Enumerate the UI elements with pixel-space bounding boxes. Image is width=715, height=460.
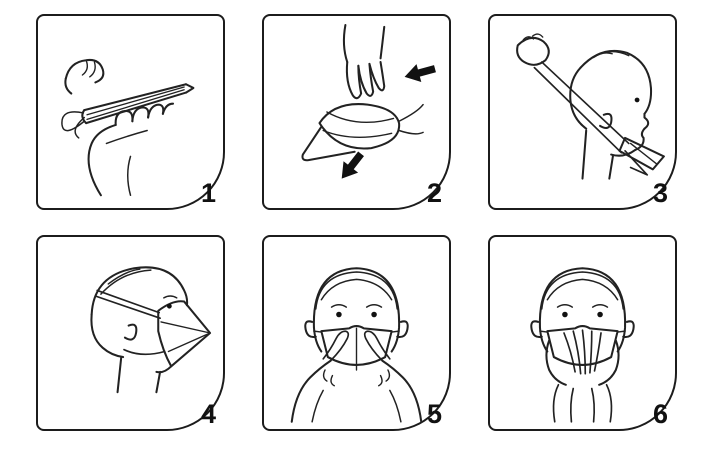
unfold-direction-arrows <box>341 64 436 179</box>
step-number: 6 <box>652 399 668 429</box>
step-panel-5: 5 <box>262 235 451 431</box>
mask-worn-profile-view-icon <box>90 266 212 394</box>
eye-dot <box>371 311 377 318</box>
step-number: 4 <box>200 399 216 429</box>
step-number: 3 <box>652 178 668 208</box>
eye-dot <box>562 311 568 318</box>
step-panel-1: 1 <box>36 14 225 210</box>
step-panel-4: 4 <box>36 235 225 431</box>
pinching-nose-clip-icon <box>290 267 423 423</box>
step-panel-3: 3 <box>488 14 677 210</box>
step-number: 2 <box>426 178 442 208</box>
hands-holding-folded-mask-icon <box>61 58 195 197</box>
step-panel-6: 6 <box>488 235 677 431</box>
pulling-headstraps-over-head-icon <box>516 33 665 180</box>
checking-mask-seal-with-hands-icon <box>530 267 635 423</box>
eye-dot <box>166 303 172 309</box>
eye-dot <box>597 311 603 318</box>
instruction-grid: 1 <box>36 14 677 431</box>
eye-dot <box>336 311 342 318</box>
hands-opening-mask-with-arrows-icon <box>301 24 436 179</box>
step-number: 1 <box>200 178 216 208</box>
step-panel-2: 2 <box>262 14 451 210</box>
step-number: 5 <box>426 399 442 429</box>
eye-dot <box>634 97 640 103</box>
